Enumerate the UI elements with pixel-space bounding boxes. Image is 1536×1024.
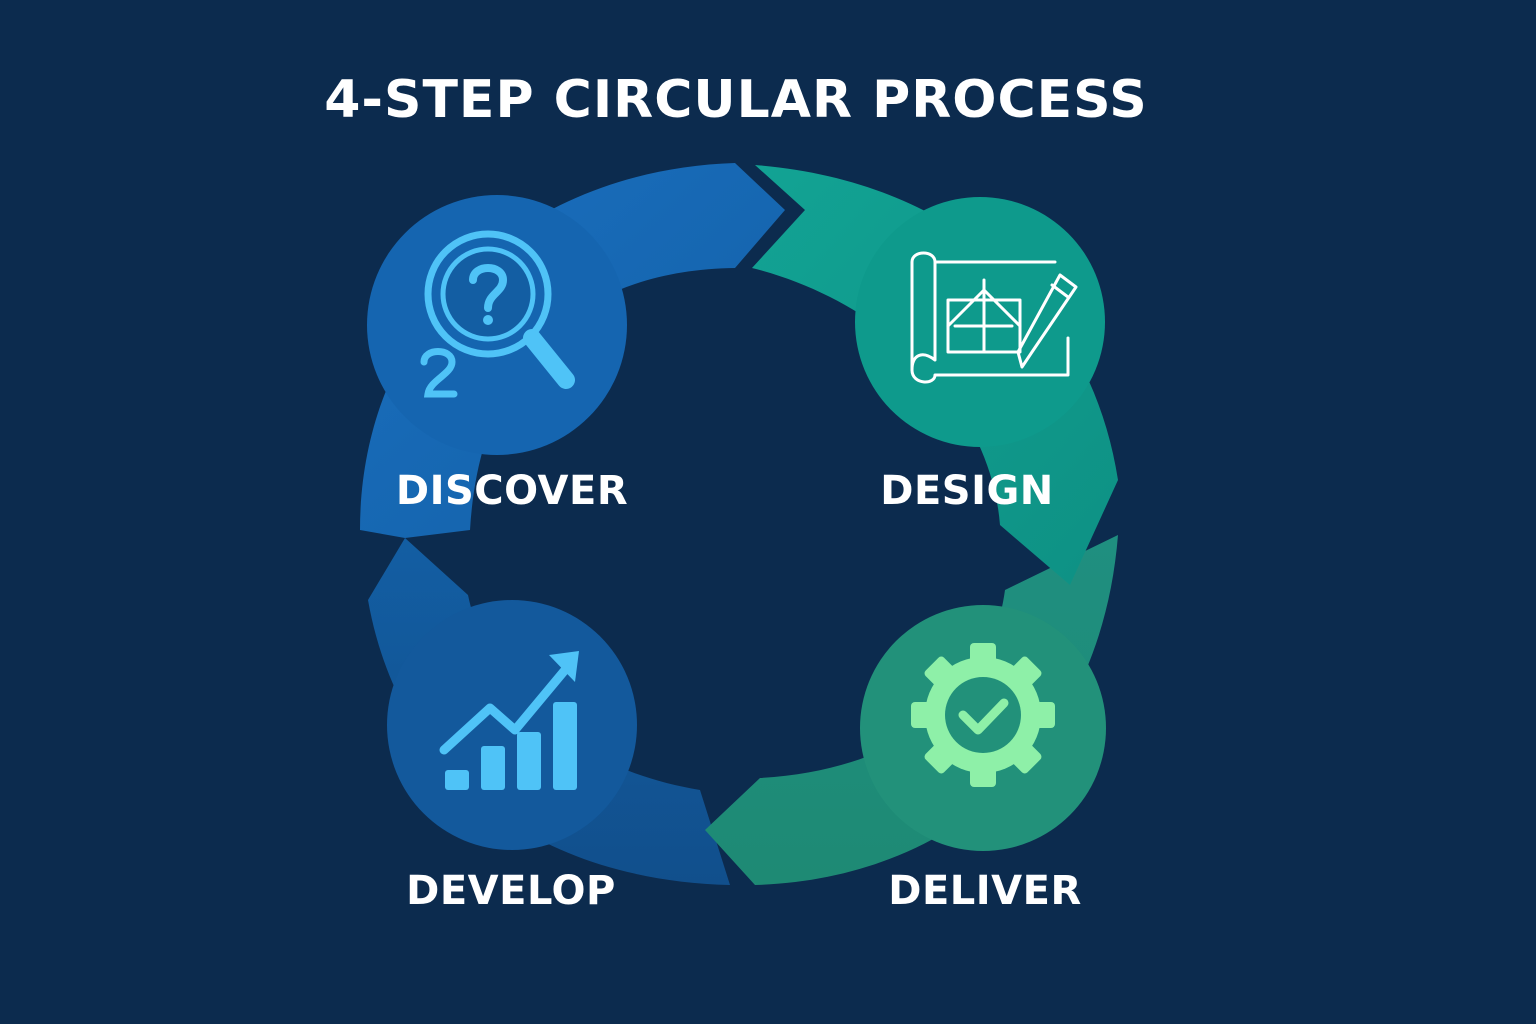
magnifier-question-icon [420,230,575,398]
deliver-label: DELIVER [888,868,1082,914]
blueprint-pencil-icon [910,251,1078,384]
discover-label: DISCOVER [395,468,629,514]
gear-check-icon [911,643,1055,787]
diagram-title: 4-STEP CIRCULAR PROCESS [324,70,1148,130]
design-circle [855,197,1105,447]
design-label: DESIGN [880,468,1054,514]
growth-chart-icon [439,651,579,790]
develop-label: DEVELOP [406,868,616,914]
